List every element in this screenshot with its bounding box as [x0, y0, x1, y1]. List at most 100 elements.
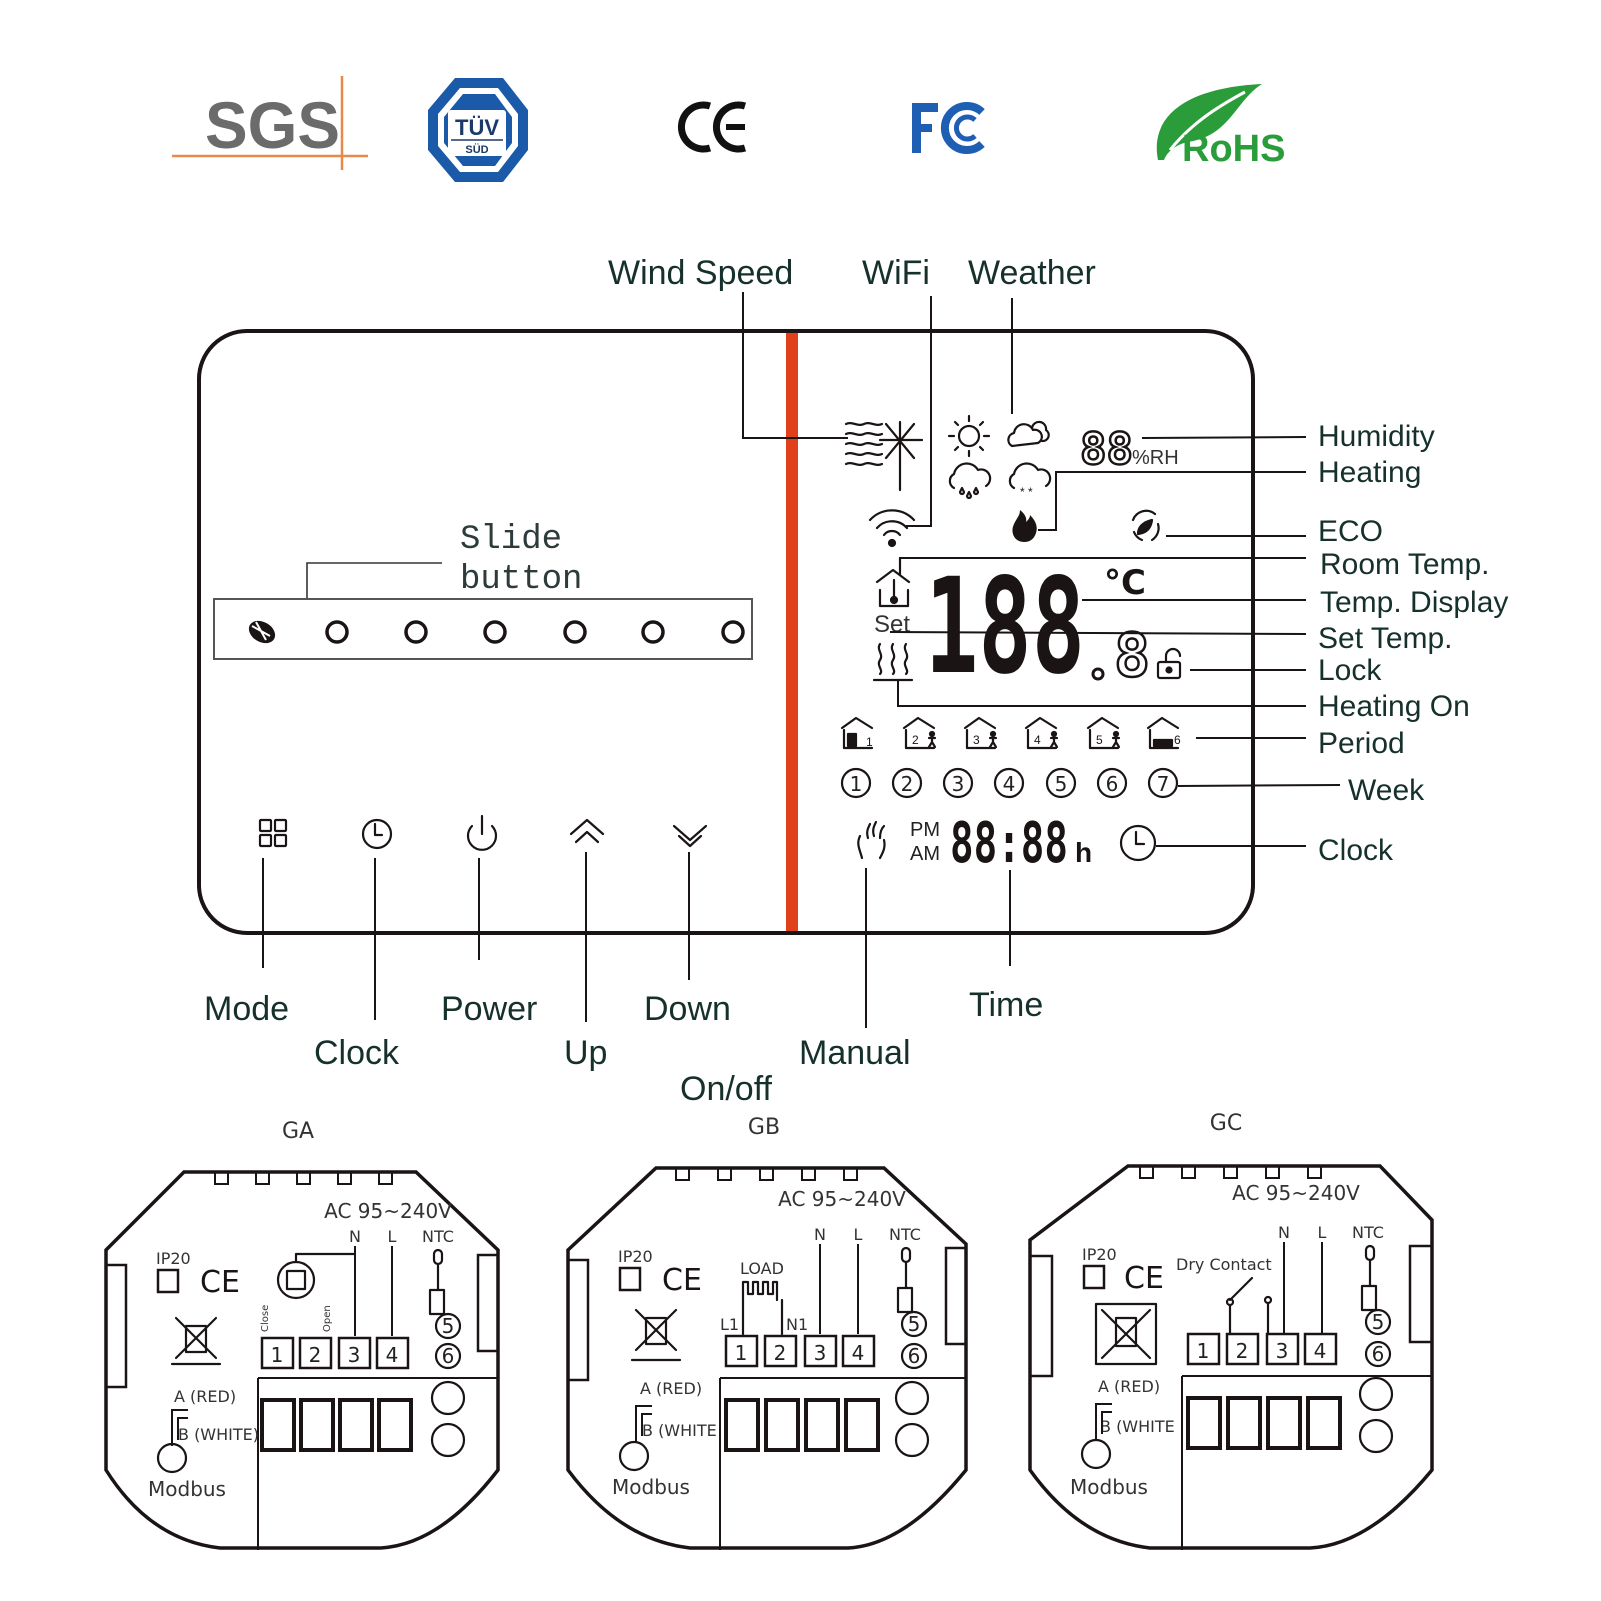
svg-text:1: 1: [271, 1343, 284, 1367]
wiring-housing: [1028, 1164, 1434, 1550]
flame-icon: [1012, 510, 1037, 542]
temp-decimal-digit: 8: [1114, 621, 1150, 691]
modbus-label: Modbus: [612, 1475, 690, 1499]
leader-week: [1177, 784, 1341, 787]
close-label: Close: [260, 1305, 271, 1332]
ip-label: IP20: [156, 1249, 191, 1268]
rain-icon: [948, 462, 992, 500]
sun-icon: [947, 414, 991, 458]
l-label: L: [854, 1225, 863, 1244]
wifi-icon: [868, 509, 916, 548]
terminal-block: 1 2 3 4: [1186, 1332, 1338, 1366]
ntc-sensor: [1360, 1244, 1378, 1312]
manual-hand-icon: [857, 820, 886, 860]
slide-dot[interactable]: [563, 620, 587, 644]
slide-dots: [325, 620, 745, 644]
slide-dot[interactable]: [325, 620, 349, 644]
clock-digits: 88:88: [950, 811, 1068, 876]
svg-text:6: 6: [1372, 1342, 1385, 1366]
n-label: N: [349, 1227, 361, 1246]
ntc-sensor: [428, 1248, 446, 1316]
ntc-label: NTC: [889, 1225, 921, 1244]
divider-bar: [786, 333, 798, 931]
label-clock: Clock: [314, 1034, 400, 1072]
label-manual: Manual: [799, 1034, 911, 1072]
slide-button-track[interactable]: [213, 598, 753, 660]
label-power: Power: [441, 990, 537, 1028]
label-set-temp: Set Temp.: [1318, 622, 1453, 655]
rohs-text: RoHS: [1182, 128, 1285, 170]
voltage-label: AC 95~240V: [778, 1187, 906, 1211]
set-label: Set: [874, 611, 910, 638]
svg-text:3: 3: [1276, 1339, 1289, 1363]
leader-wifi: [906, 296, 932, 527]
ntc-label: NTC: [1352, 1223, 1384, 1242]
label-time: Time: [969, 986, 1043, 1024]
slide-dot[interactable]: [641, 620, 665, 644]
label-eco: ECO: [1318, 515, 1383, 548]
svg-text:1: 1: [735, 1341, 748, 1365]
week-day-1: 1: [840, 767, 872, 799]
period-3-icon: 3: [963, 716, 998, 750]
label-on-off: On/off: [680, 1070, 773, 1108]
period-6-label: 6: [1174, 733, 1181, 747]
thermostat-frame: [197, 329, 1255, 935]
label-room-temp: Room Temp.: [1320, 548, 1490, 581]
svg-text:1: 1: [850, 772, 863, 796]
n-label: N: [1278, 1223, 1290, 1242]
svg-text:2: 2: [1236, 1339, 1249, 1363]
voltage-label: AC 95~240V: [1232, 1181, 1360, 1205]
leader-room-temp: [899, 557, 1306, 574]
power-button[interactable]: [466, 814, 498, 851]
period-icons: 1 2 3 4 5 6: [840, 716, 1181, 750]
up-button[interactable]: [569, 818, 605, 844]
unlock-icon: [1156, 647, 1182, 680]
period-2-icon: 2: [902, 716, 937, 750]
modbus-a-label: A (RED): [174, 1387, 236, 1406]
label-week: Week: [1348, 774, 1425, 807]
terminal-block: 1 2 3 4: [724, 1334, 876, 1368]
ip-label: IP20: [618, 1247, 653, 1266]
modbus-a-label: A (RED): [1098, 1377, 1160, 1396]
weee-icon: [630, 1308, 682, 1362]
heating-on-icon: [872, 642, 914, 682]
l-label: L: [1318, 1223, 1327, 1242]
slide-dot[interactable]: [404, 620, 428, 644]
leader-heating: [1038, 471, 1306, 531]
week-day-5: 5: [1045, 767, 1077, 799]
rohs-logo: RoHS: [1156, 84, 1285, 170]
clock-button[interactable]: [361, 818, 393, 850]
ip-label: IP20: [1082, 1245, 1117, 1264]
label-mode: Mode: [204, 990, 289, 1028]
label-period: Period: [1318, 727, 1405, 760]
fan-icon: [248, 620, 276, 644]
wiring-housing: [566, 1166, 968, 1550]
label-temp-display: Temp. Display: [1320, 586, 1508, 619]
sgs-logo: SGS: [172, 76, 368, 170]
period-6-icon: 6: [1146, 716, 1181, 750]
wiring-gb: GB AC 95~240V N L NTC IP20 CE LOAD L1 N1…: [566, 1115, 968, 1550]
svg-text:6: 6: [1106, 772, 1119, 796]
down-button[interactable]: [672, 824, 708, 848]
mode-button[interactable]: [258, 818, 288, 848]
load-heater-icon: [741, 1280, 784, 1336]
svg-text:3: 3: [348, 1343, 361, 1367]
weee-icon: [1094, 1302, 1158, 1366]
modbus-b-label: B (WHITE): [178, 1425, 259, 1444]
slide-dot[interactable]: [721, 620, 745, 644]
leader-slide: [306, 562, 442, 598]
svg-text:6: 6: [442, 1344, 455, 1368]
humidity-display: 88 %RH: [1079, 423, 1179, 477]
clock-icon-display: [1119, 824, 1157, 862]
week-days: 1 2 3 4 5 6 7: [840, 767, 1179, 799]
label-weather: Weather: [968, 254, 1096, 292]
ntc-label: NTC: [422, 1227, 454, 1246]
valve-motor-icon: [276, 1252, 357, 1300]
clock-unit: h: [1075, 837, 1092, 868]
svg-text:4: 4: [1314, 1339, 1327, 1363]
svg-text:3: 3: [814, 1341, 827, 1365]
modbus-a-label: A (RED): [640, 1379, 702, 1398]
svg-text:5: 5: [1055, 772, 1068, 796]
slide-dot[interactable]: [483, 620, 507, 644]
svg-text:2: 2: [901, 772, 914, 796]
